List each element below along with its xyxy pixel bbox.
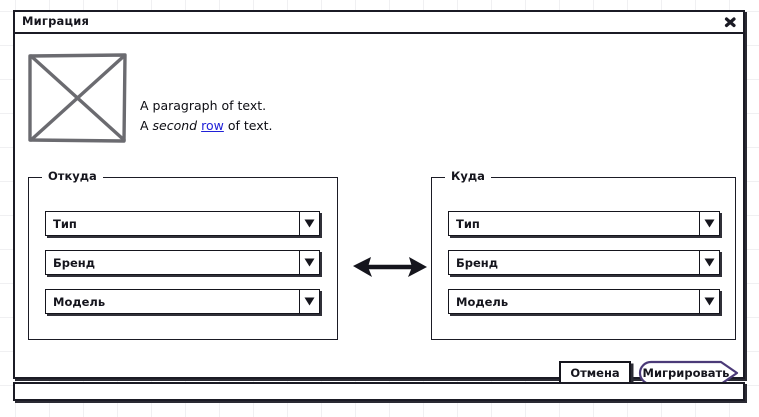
fieldset-to: Куда Тип Бренд Модель	[431, 169, 736, 340]
chevron-down-icon[interactable]	[299, 251, 319, 274]
fieldset-from: Откуда Тип Бренд Модель	[28, 169, 338, 340]
dropdown-from-model[interactable]: Модель	[45, 289, 320, 314]
dropdown-from-model-label: Модель	[53, 294, 106, 309]
dropdown-to-model[interactable]: Модель	[448, 289, 720, 314]
dropdown-to-brand[interactable]: Бренд	[448, 250, 720, 275]
chevron-down-icon[interactable]	[699, 212, 719, 235]
window-body: A paragraph of text. A second row of tex…	[15, 34, 743, 386]
status-bar	[13, 382, 745, 401]
dropdown-to-model-label: Модель	[456, 294, 509, 309]
window-titlebar: Миграция	[15, 12, 743, 34]
paragraph-block: A paragraph of text. A second row of tex…	[140, 96, 273, 136]
paragraph-line-1: A paragraph of text.	[140, 98, 267, 113]
dropdown-from-brand[interactable]: Бренд	[45, 250, 320, 275]
chevron-down-icon[interactable]	[699, 251, 719, 274]
dropdown-from-type[interactable]: Тип	[45, 211, 320, 236]
paragraph-link-row[interactable]: row	[201, 118, 224, 133]
dropdown-to-type[interactable]: Тип	[448, 211, 720, 236]
chevron-down-icon[interactable]	[299, 212, 319, 235]
dialog-window: Миграция A paragraph o	[13, 10, 745, 386]
dropdown-from-brand-label: Бренд	[53, 255, 96, 270]
paragraph-line-2: A second row of text.	[140, 116, 273, 136]
fieldset-to-legend: Куда	[445, 169, 491, 183]
paragraph-emphasis: second	[152, 118, 198, 133]
chevron-down-icon[interactable]	[699, 290, 719, 313]
window-title: Миграция	[22, 14, 90, 28]
dropdown-from-type-label: Тип	[53, 216, 77, 231]
dropdown-to-brand-label: Бренд	[456, 255, 499, 270]
close-icon[interactable]	[723, 14, 738, 30]
dropdown-to-type-label: Тип	[456, 216, 480, 231]
fieldset-from-legend: Откуда	[42, 169, 103, 183]
cancel-button[interactable]: Отмена	[559, 361, 631, 384]
paragraph-line-2-prefix: A	[140, 118, 153, 133]
paragraph-line-2-suffix: of text.	[223, 118, 273, 133]
double-headed-arrow-icon	[351, 252, 429, 282]
chevron-down-icon[interactable]	[299, 290, 319, 313]
image-placeholder-crossed-box-icon	[27, 52, 128, 144]
